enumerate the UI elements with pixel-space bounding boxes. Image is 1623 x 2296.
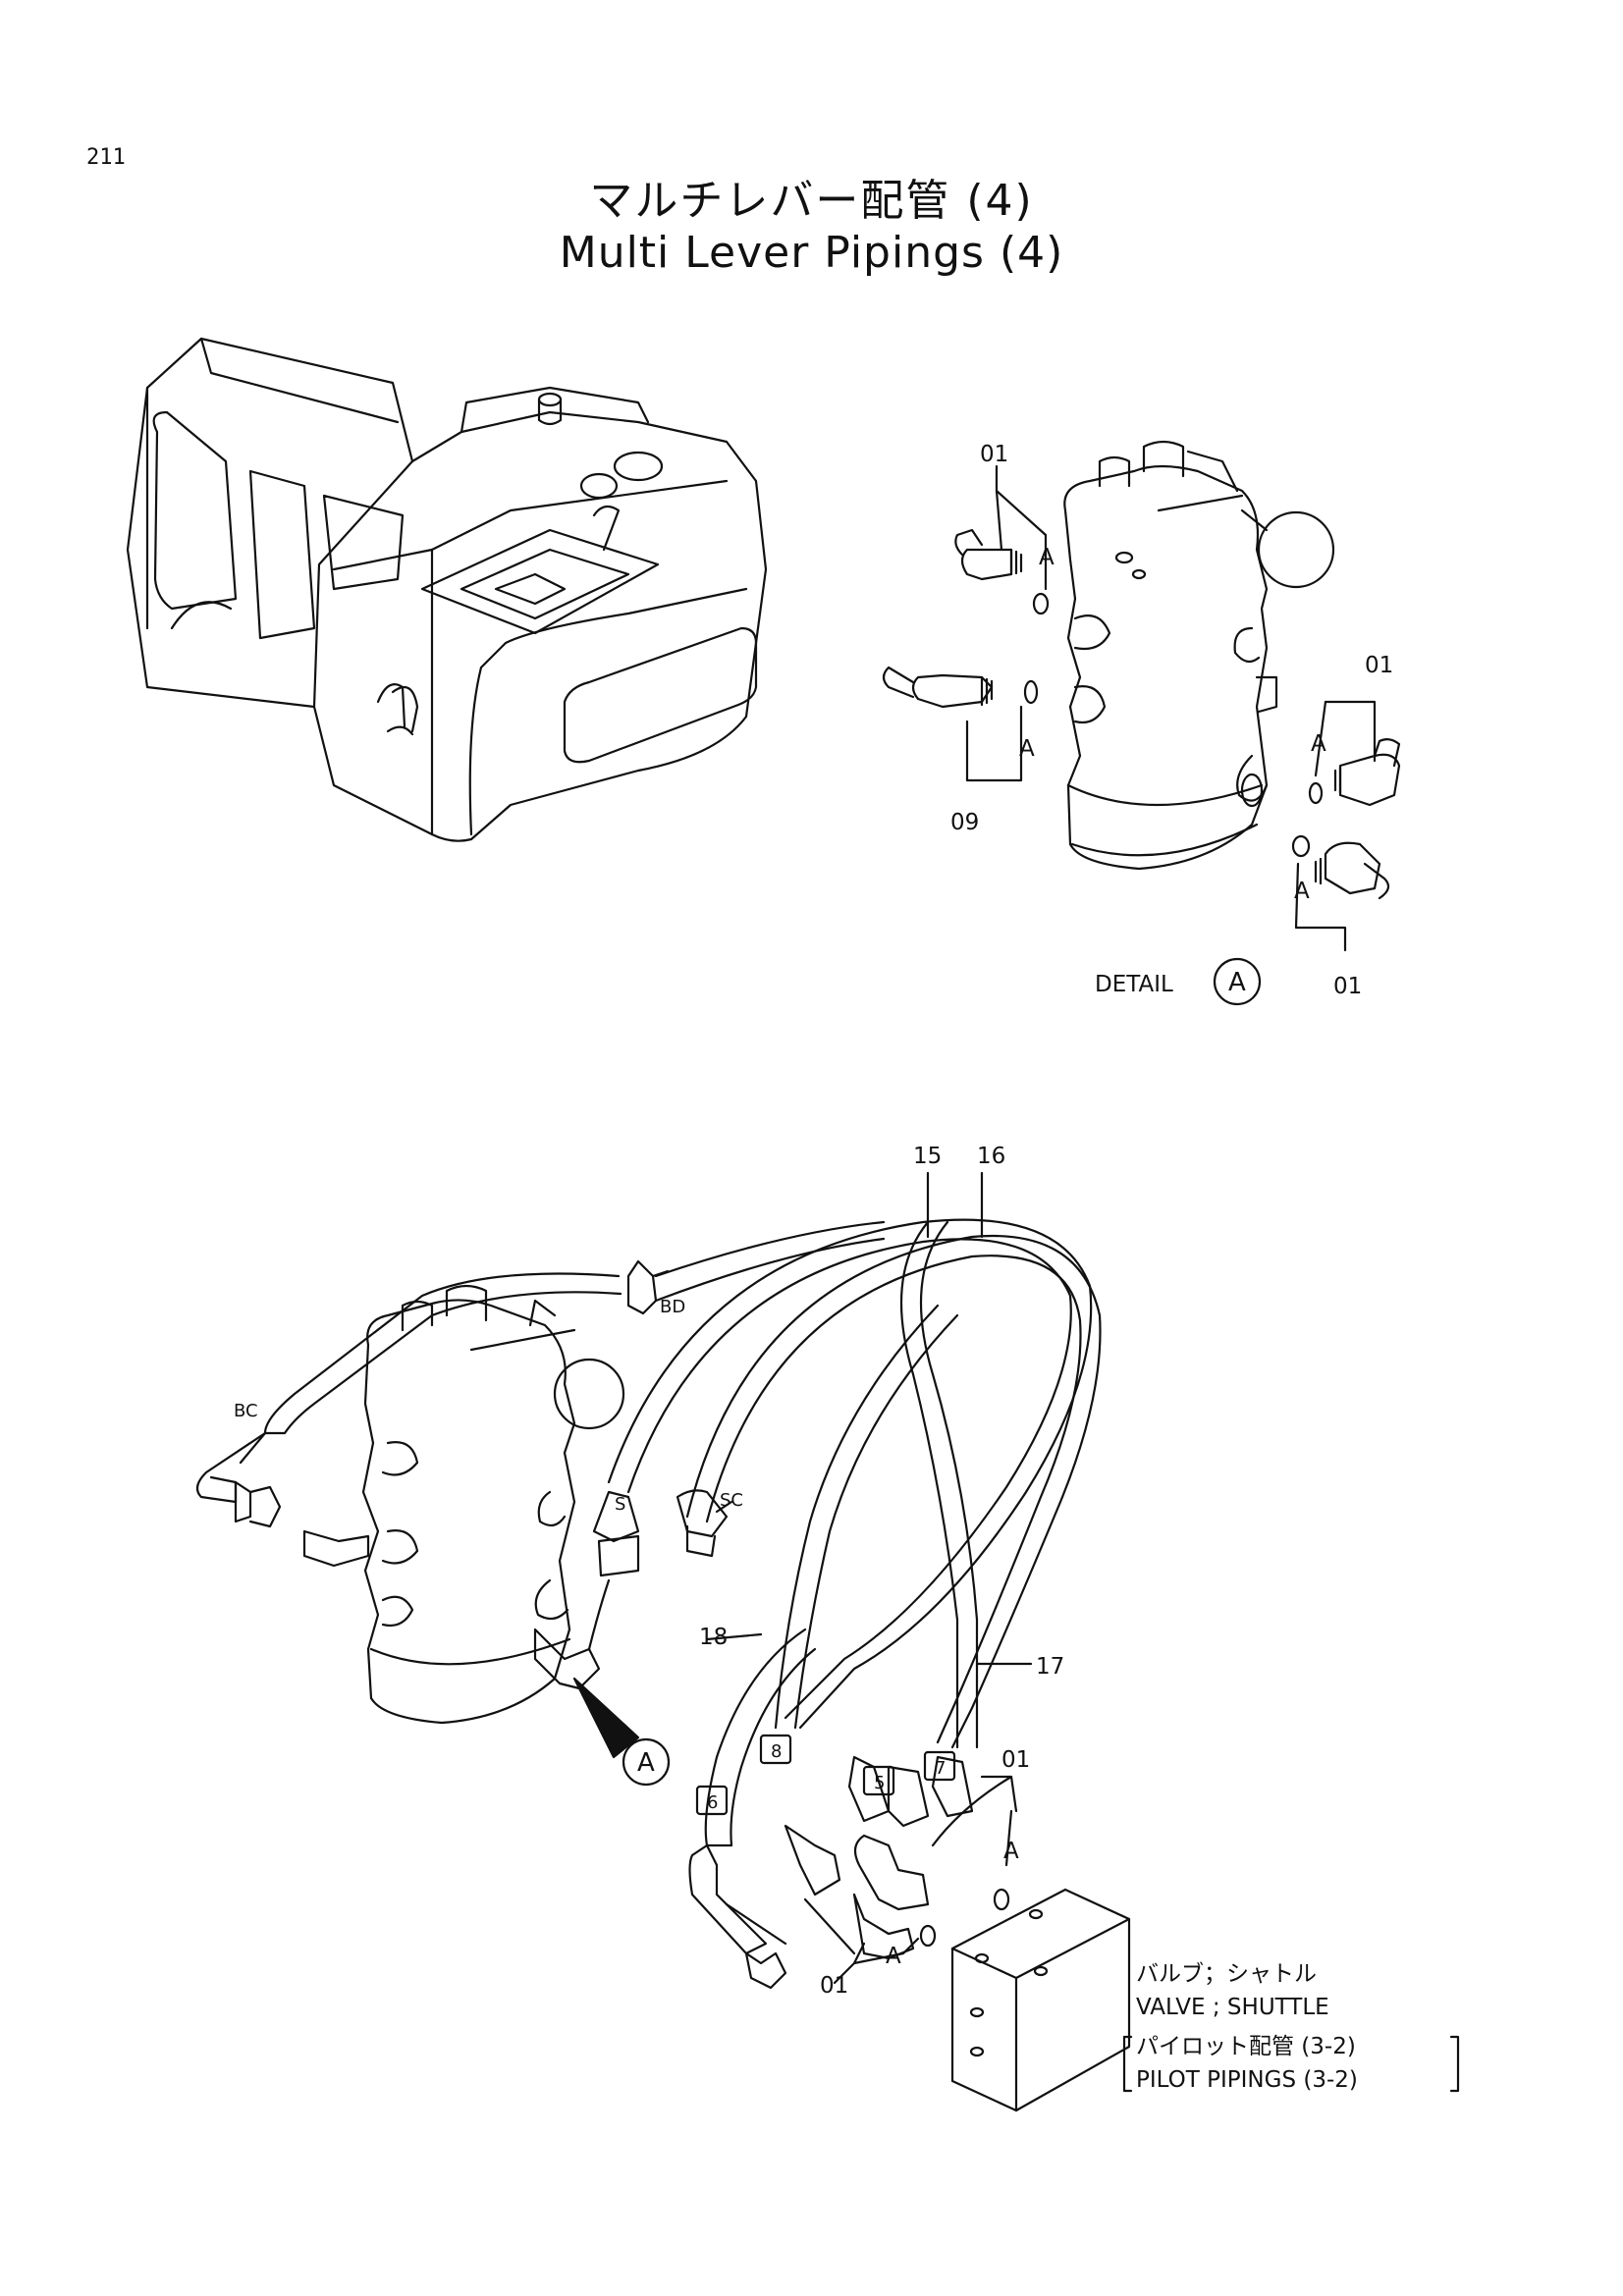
port-label-bd: BD [660,1297,685,1317]
title-japanese: マルチレバー配管 (4) [589,176,1034,226]
hose-marker-8: 8 [771,1741,782,1762]
a-mark-lower: A [886,1944,901,1969]
part-label-01-lower: 01 [820,1973,848,1999]
port-label-s: S [615,1494,625,1515]
hose-marker-6: 6 [707,1792,718,1813]
port-label-bc: BC [234,1401,258,1421]
note-valve-english: VALVE ; SHUTTLE [1136,1995,1329,2020]
title-english: Multi Lever Pipings (4) [559,228,1064,278]
detail-callout-01-bottom: 01 [1333,974,1362,999]
note-valve-japanese: バルブ；シャトル [1136,1961,1317,1987]
reference-brackets [1122,2035,1460,2093]
notes: バルブ；シャトル VALVE ; SHUTTLE パイロット配管 (3-2) P… [1136,1961,1358,2093]
part-label-17: 17 [1036,1654,1064,1680]
detail-a-drawing [882,440,1401,1006]
detail-ref-letter: A [1228,968,1246,997]
part-label-16: 16 [977,1144,1005,1169]
note-reference-english: PILOT PIPINGS (3-2) [1136,2067,1358,2093]
detail-oring-mark-2: A [1019,736,1035,762]
page-number: 211 [86,145,126,170]
port-label-sc: SC [720,1490,743,1511]
detail-oring-mark-3: A [1311,731,1326,757]
a-mark-upper: A [1003,1839,1019,1864]
detail-callout-01-top: 01 [980,442,1008,467]
hose-marker-7: 7 [935,1758,946,1779]
part-label-18: 18 [699,1625,728,1650]
detail-oring-mark-1: A [1039,545,1055,570]
detail-callout-01-right: 01 [1365,653,1393,678]
detail-labels: 01 A A 09 01 A A 01 DETAIL A [950,442,1393,999]
excavator-overview [126,337,768,842]
detail-oring-mark-4: A [1294,879,1310,904]
part-label-01-upper: 01 [1001,1747,1030,1773]
hose-marker-5: 5 [874,1773,885,1793]
main-labels: 15 16 18 17 01 01 BD BC SC S 6 8 5 7 A A… [234,1144,1064,1999]
detail-caption: DETAIL [1095,972,1173,997]
detail-ref-letter-main: A [637,1748,655,1778]
main-assembly [195,1171,1131,2112]
note-reference-japanese: パイロット配管 (3-2) [1136,2034,1356,2059]
detail-callout-09: 09 [950,810,979,835]
part-label-15: 15 [913,1144,942,1169]
